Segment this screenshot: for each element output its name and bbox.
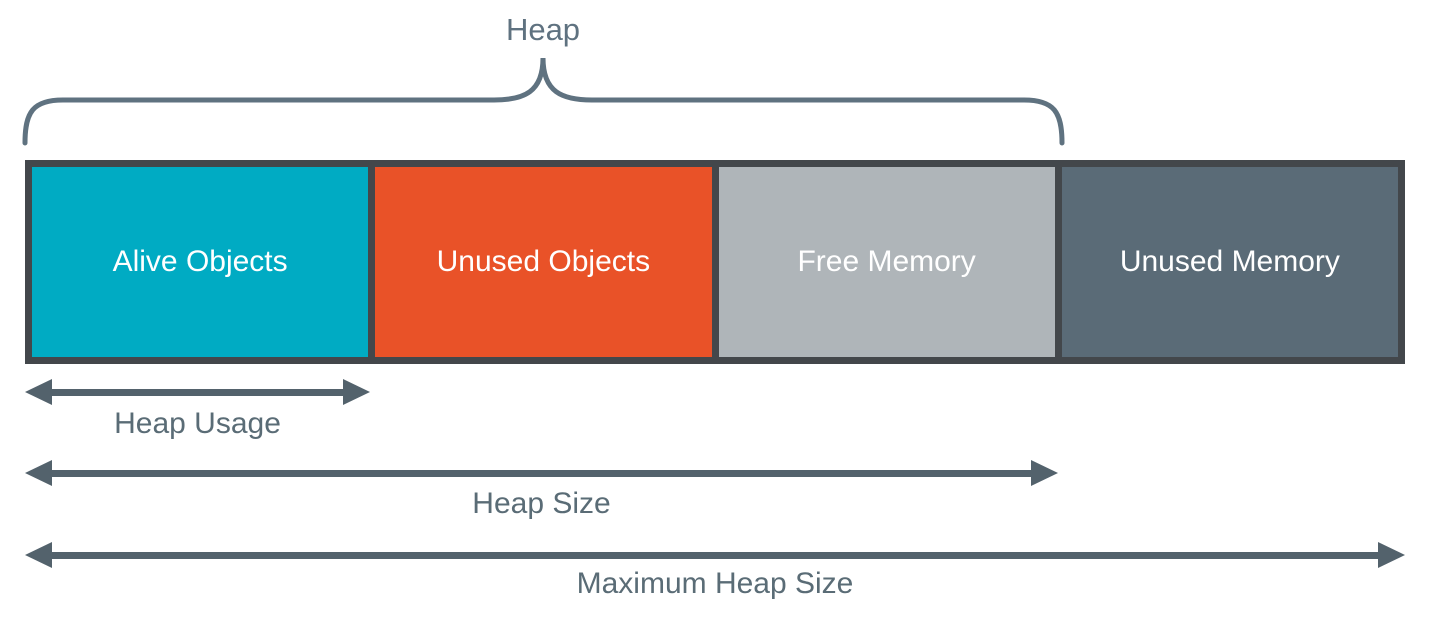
arrow-left-head-icon	[25, 460, 52, 486]
heap-title: Heap	[505, 12, 581, 47]
maximum-heap-size-label: Maximum Heap Size	[576, 567, 854, 600]
arrow-right-head-icon	[1378, 542, 1405, 568]
arrow-shaft	[50, 388, 345, 396]
memory-bar: Alive Objects Unused Objects Free Memory…	[25, 160, 1405, 364]
arrow-left-head-icon	[25, 542, 52, 568]
arrow-right-head-icon	[1031, 460, 1058, 486]
maximum-heap-size-arrow	[25, 542, 1405, 568]
segment-unused-memory: Unused Memory	[1061, 167, 1398, 357]
brace-path	[22, 57, 1065, 146]
arrow-shaft	[50, 551, 1380, 559]
arrow-right-head-icon	[343, 379, 370, 405]
segment-free-memory: Free Memory	[718, 167, 1055, 357]
segment-alive-objects: Alive Objects	[32, 167, 369, 357]
heap-size-arrow	[25, 460, 1058, 486]
heap-size-label: Heap Size	[472, 487, 611, 520]
heap-usage-arrow	[25, 379, 370, 405]
arrow-left-head-icon	[25, 379, 52, 405]
arrow-shaft	[50, 469, 1033, 477]
segment-unused-objects: Unused Objects	[375, 167, 712, 357]
heap-brace	[22, 57, 1065, 146]
heap-usage-label: Heap Usage	[114, 407, 281, 440]
